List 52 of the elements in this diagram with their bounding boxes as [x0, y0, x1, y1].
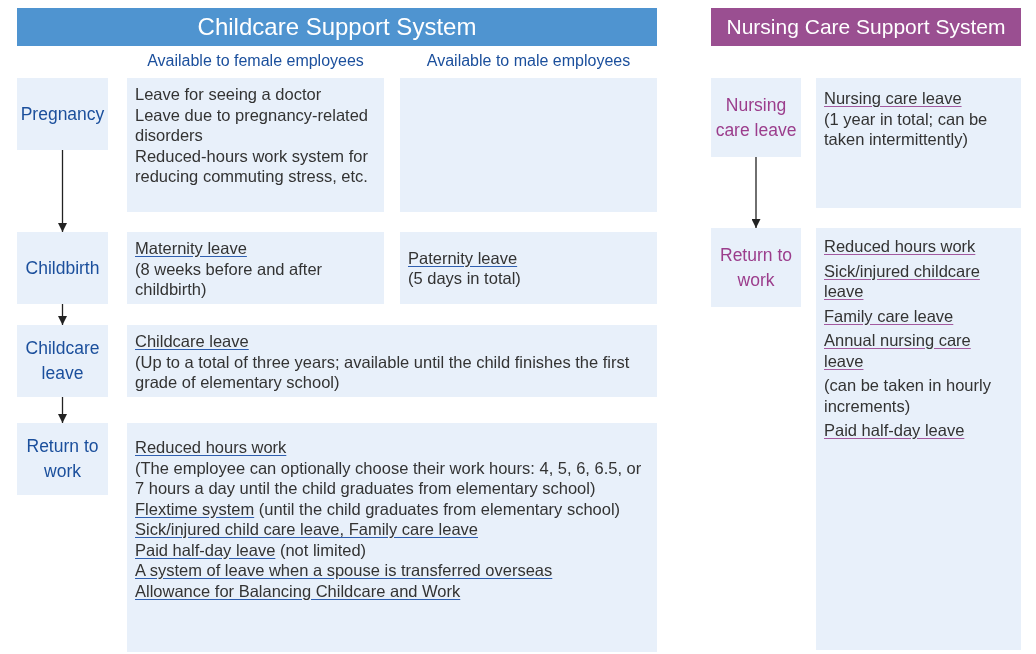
stage-box: [711, 228, 801, 307]
leave-item: (The employee can optionally choose their work hours: 4, 5, 6, 6.5, or 7 hours a day until the child graduates from elementary school): [135, 457, 643, 499]
stage-label: Return to work: [719, 243, 793, 292]
leave-item: A system of leave when a spouse is transferred overseas: [135, 560, 554, 581]
leave-item: Nursing care leave: [824, 88, 963, 109]
leave-item: Leave due to pregnancy-related disorders: [135, 104, 369, 146]
leave-item: Sick/injured childcare leave: [824, 260, 981, 302]
content-panel: [127, 325, 657, 397]
leave-item: Paid half-day leave: [824, 420, 966, 441]
leave-item: (1 year in total; can be taken intermittently): [824, 108, 989, 150]
leave-item: Reduced hours work: [824, 236, 977, 257]
stage-box: [17, 325, 108, 397]
column-header: Available to male employees: [425, 52, 632, 70]
arrow: [58, 396, 67, 424]
content-panel: [127, 423, 657, 652]
arrow: [58, 149, 67, 233]
stage-label: Nursing care leave: [715, 93, 797, 142]
leave-item: (5 days in total): [408, 268, 522, 289]
stage-box: [17, 423, 108, 495]
leave-item: (can be taken in hourly increments): [824, 375, 992, 416]
leave-item: Sick/injured child care leave, Family care leave: [135, 519, 479, 540]
arrow: [751, 156, 761, 229]
leave-item: Maternity leave: [135, 238, 248, 259]
stage-label: Childcare leave: [24, 337, 101, 385]
content-panel: [816, 78, 1021, 208]
leave-item: (8 weeks before and after childbirth): [135, 258, 324, 300]
content-panel: [400, 232, 657, 304]
stage-label: Childbirth: [25, 256, 100, 280]
leave-item: Paid half-day leave (not limited): [135, 539, 368, 560]
column-header: Available to female employees: [146, 52, 365, 70]
content-panel: [127, 232, 384, 304]
leave-item: Childcare leave: [135, 331, 250, 352]
stage-box: [17, 78, 108, 150]
leave-item: Leave for seeing a doctor: [135, 84, 323, 105]
leave-item: (Up to a total of three years; available until the child finishes the first grade of elementary school): [135, 351, 631, 393]
stage-label: Pregnancy: [20, 102, 105, 126]
content-panel: [816, 228, 1021, 650]
leave-item: Flextime system (until the child graduates from elementary school): [135, 498, 622, 519]
title-band: [17, 8, 657, 46]
leave-item: Family care leave: [824, 305, 955, 326]
leave-item: Reduced hours work: [135, 437, 288, 458]
title-band: [711, 8, 1021, 46]
stage-box: [17, 232, 108, 304]
leave-item: Reduced-hours work system for reducing commuting stress, etc.: [135, 145, 369, 187]
leave-item: Annual nursing care leave: [824, 330, 972, 371]
arrow: [58, 303, 67, 326]
title-text: Nursing Care Support System: [726, 15, 1006, 39]
stage-label: Return to work: [25, 435, 100, 483]
leave-item: Allowance for Balancing Childcare and Work: [135, 580, 462, 601]
leave-item: Paternity leave: [408, 247, 519, 268]
stage-box: [711, 78, 801, 157]
title-text: Childcare Support System: [197, 13, 477, 41]
